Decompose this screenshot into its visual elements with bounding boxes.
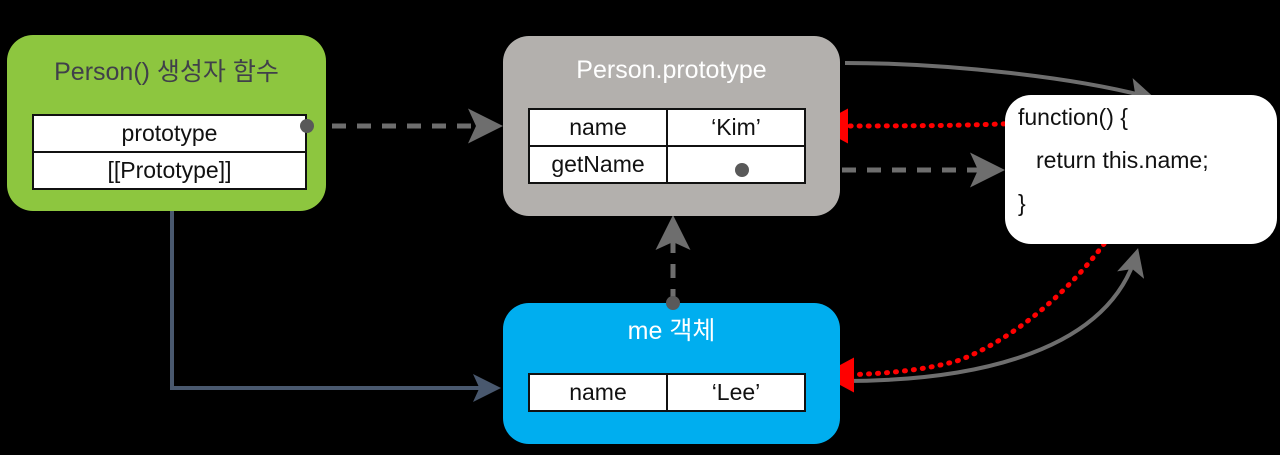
table-row: name ‘Lee’ (528, 373, 806, 412)
constructor-row-prototype: prototype (32, 114, 307, 153)
getname-link-dot (735, 163, 749, 177)
instance-object-title: me 객체 (627, 317, 716, 345)
prototype-link-dot (300, 119, 314, 133)
code-line-open: function() { (1018, 104, 1128, 130)
edge-instance-to-function-bottom (842, 248, 1145, 383)
prototype-object-table: name ‘Kim’ getName (528, 108, 806, 184)
constructor-function-table: prototype [[Prototype]] (32, 114, 307, 190)
table-row: getName (528, 145, 806, 184)
prototype-name-key: name (528, 108, 668, 147)
function-object-code: function() { return this.name; } (1018, 106, 1268, 235)
instance-proto-link-dot (666, 296, 680, 310)
instance-name-value: ‘Lee’ (666, 373, 806, 412)
instance-name-key: name (528, 373, 668, 412)
prototype-name-value: ‘Kim’ (666, 108, 806, 147)
prototype-getname-key: getName (528, 145, 668, 184)
edge-prototype-object-to-function-top (844, 61, 1156, 106)
constructor-function-title: Person() 생성자 함수 (54, 58, 279, 86)
edge-constructor-to-instance (170, 211, 501, 402)
code-line-return: return this.name; (1036, 147, 1209, 173)
node-function-object[interactable] (1005, 95, 1277, 244)
table-row: prototype (32, 114, 307, 153)
table-row: [[Prototype]] (32, 151, 307, 190)
instance-object-table: name ‘Lee’ (528, 373, 806, 412)
prototype-object-title: Person.prototype (576, 56, 767, 84)
prototype-getname-value (666, 145, 806, 184)
constructor-row-internal-prototype: [[Prototype]] (32, 151, 307, 190)
code-line-close: } (1018, 190, 1026, 216)
table-row: name ‘Kim’ (528, 108, 806, 147)
